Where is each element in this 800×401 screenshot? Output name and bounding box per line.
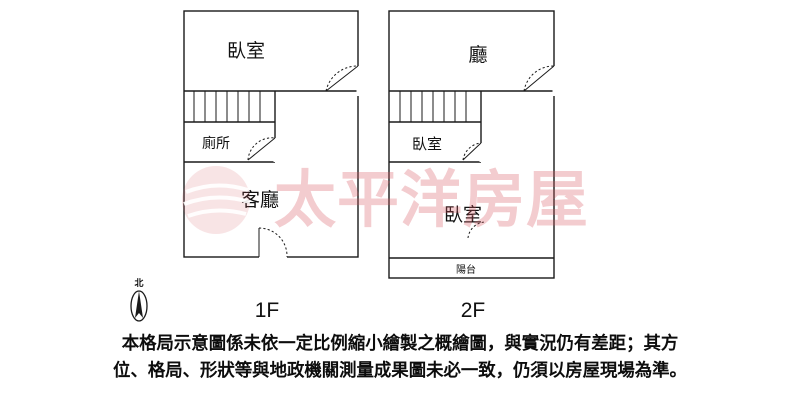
room-label-bedroom-1f: 臥室 — [227, 40, 265, 62]
compass-north-icon: 北 — [130, 277, 148, 322]
floor-plan-1f: 臥室 廁所 客廳 — [183, 10, 360, 259]
disclaimer-line-1: 本格局示意圖係未依一定比例縮小繪製之概繪圖，與實況仍有差距；其方 — [121, 334, 679, 354]
room-label-hall-2f: 廳 — [468, 44, 487, 66]
outline-1f — [183, 10, 359, 258]
room-label-large-bedroom-2f: 臥室 — [444, 204, 482, 226]
floor-label-1f: 1F — [255, 299, 280, 322]
disclaimer: 本格局示意圖係未依一定比例縮小繪製之概繪圖，與實況仍有差距；其方 位、格局、形狀… — [0, 331, 800, 385]
room-label-bathroom-1f: 廁所 — [202, 135, 230, 152]
disclaimer-line-2: 位、格局、形狀等與地政機關測量成果圖未必一致，仍須以房屋現場為準。 — [113, 361, 687, 381]
room-label-living-room-1f: 客廳 — [241, 189, 279, 211]
floor-label-2f: 2F — [461, 299, 486, 322]
door-small-bedroom-2f — [462, 142, 483, 162]
floor-plan-2f: 廳 臥室 臥室 陽台 — [388, 10, 556, 279]
outline-2f — [388, 10, 555, 279]
door-entrance-1f — [258, 227, 288, 259]
door-bedroom-1f — [325, 65, 360, 96]
door-hall-2f — [523, 65, 556, 96]
room-label-small-bedroom-2f: 臥室 — [412, 135, 442, 153]
stairs-2f — [399, 91, 467, 122]
door-bath-1f — [247, 137, 277, 162]
door-large-bedroom-2f — [467, 221, 487, 239]
stairs-1f — [193, 91, 261, 122]
compass-label: 北 — [134, 277, 143, 289]
room-label-balcony-2f: 陽台 — [456, 263, 476, 276]
